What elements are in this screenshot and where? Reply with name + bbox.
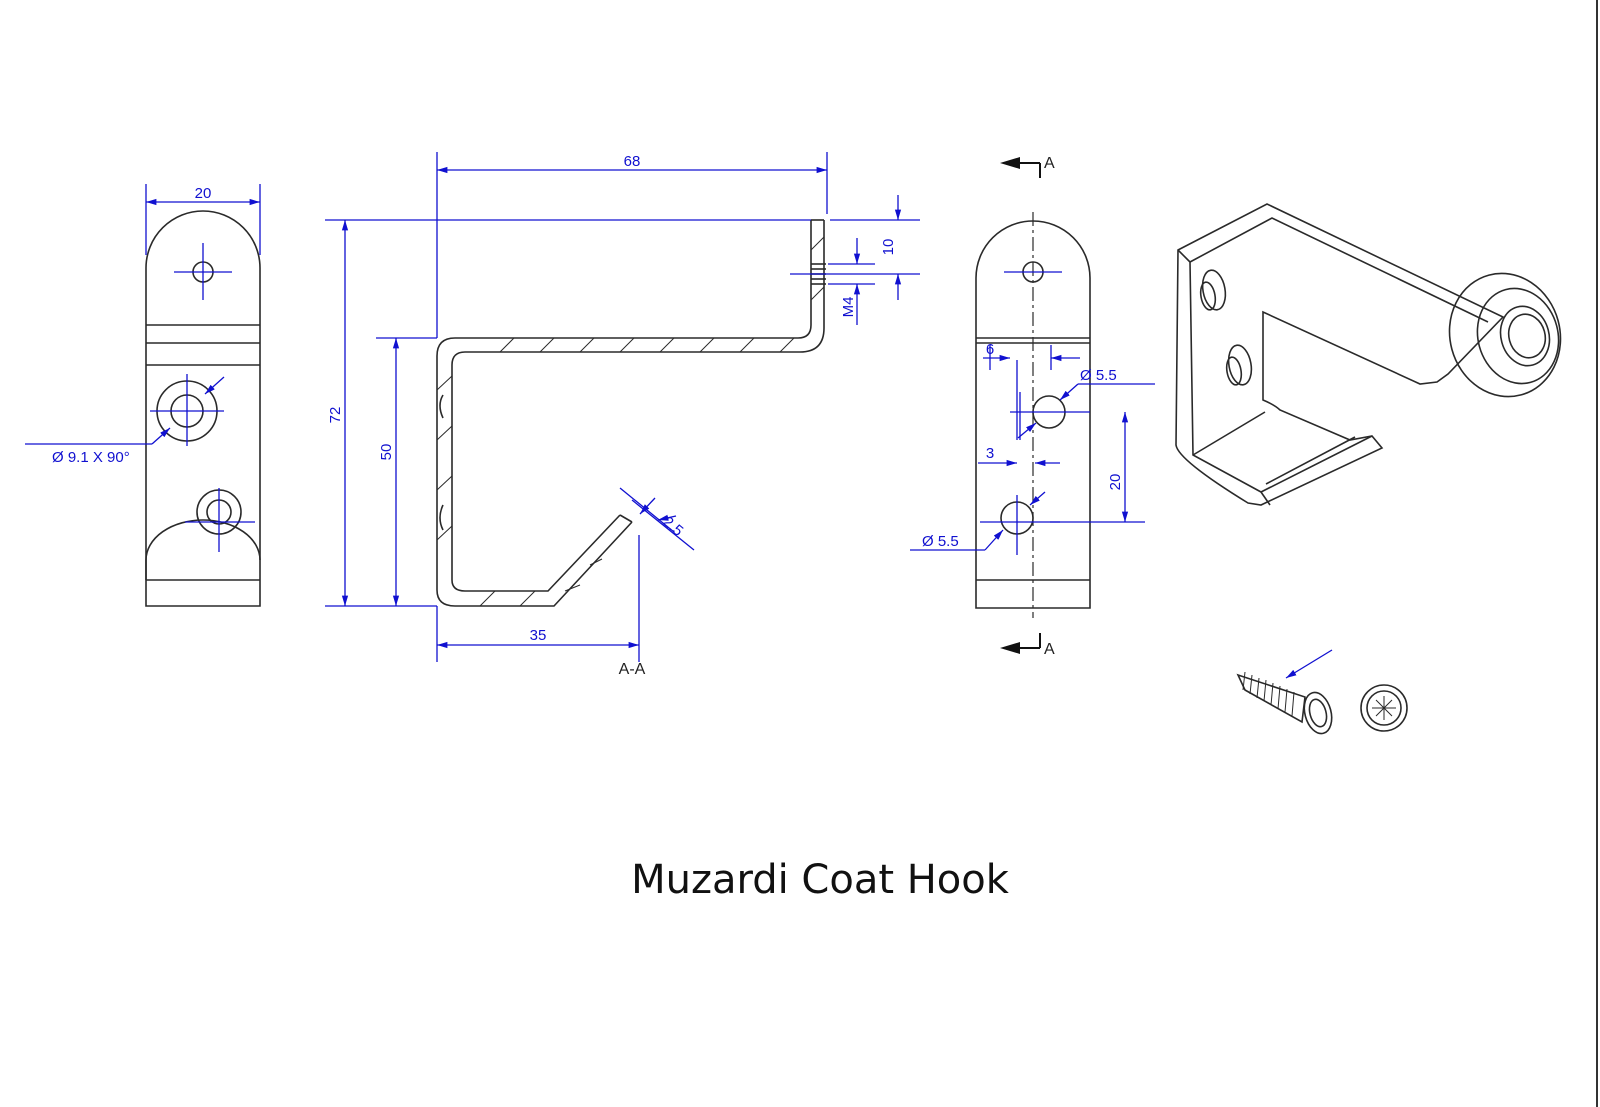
screw-head-icon bbox=[1360, 684, 1408, 732]
hole-spacing-dim: 20 bbox=[1107, 474, 1124, 491]
drawing-title: Muzardi Coat Hook bbox=[631, 857, 1010, 903]
section-marker-bottom: A bbox=[1044, 641, 1055, 658]
hole-top-dim: Ø 5.5 bbox=[1080, 367, 1117, 384]
offset-top-dim: 6 bbox=[986, 341, 994, 358]
thread-offset-dim: 10 bbox=[880, 239, 897, 256]
thickness-dim: 2.5 bbox=[659, 513, 686, 539]
screw-icon bbox=[1236, 649, 1333, 735]
height-dim: 72 bbox=[327, 407, 344, 424]
section-marker-top: A bbox=[1044, 155, 1055, 172]
length-dim: 68 bbox=[624, 153, 641, 170]
offset-bottom-dim: 3 bbox=[986, 445, 994, 462]
tip-dim: 35 bbox=[530, 627, 547, 644]
isometric-view bbox=[1175, 203, 1562, 506]
inner-height-dim: 50 bbox=[378, 444, 395, 461]
front-width-dim: 20 bbox=[195, 185, 212, 202]
section-label: A-A bbox=[619, 661, 646, 678]
countersink-note: Ø 9.1 X 90° bbox=[52, 449, 130, 466]
hole-bottom-dim: Ø 5.5 bbox=[922, 533, 959, 550]
thread-label: M4 bbox=[840, 297, 857, 318]
front-view: 20 Ø 9.1 X 90° bbox=[25, 184, 261, 607]
section-view: 68 72 50 35 2.5 10 M4 A-A bbox=[325, 152, 920, 678]
back-view: A A 6 3 Ø 5.5 Ø 5.5 20 bbox=[910, 155, 1155, 658]
